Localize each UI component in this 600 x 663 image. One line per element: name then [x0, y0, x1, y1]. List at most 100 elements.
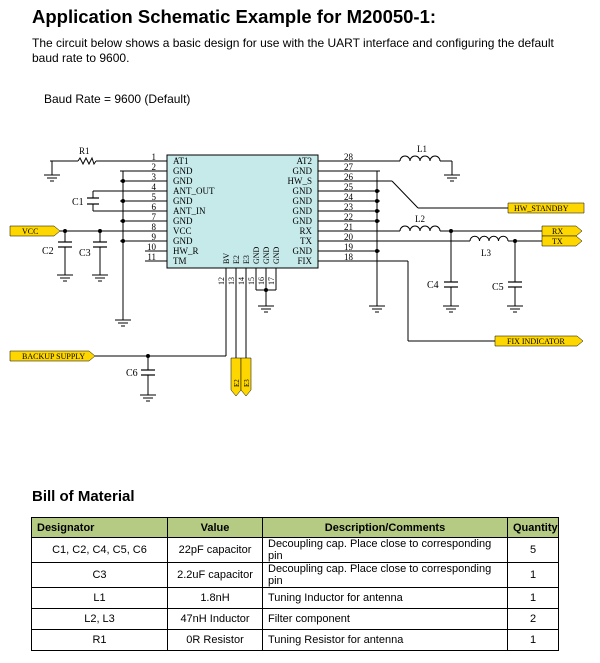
column-header: Quantity — [507, 517, 559, 538]
pin-number: 27 — [344, 162, 354, 172]
pin-number: 2 — [152, 162, 157, 172]
quantity-cell: 1 — [507, 587, 559, 609]
inductor-l1-symbol — [399, 155, 441, 162]
description-cell: Tuning Resistor for antenna — [262, 629, 508, 651]
pin-name: HW_S — [288, 176, 313, 186]
net-label-backup-supply: BACKUP SUPPLY — [9, 350, 96, 362]
m20050-1-module — [166, 154, 319, 269]
table-row: C3 2.2uF capacitor Decoupling cap. Place… — [31, 562, 559, 588]
bom-table: Designator Value Description/Comments Qu… — [31, 517, 559, 651]
quantity-cell: 2 — [507, 608, 559, 630]
pin-name: GND — [262, 246, 271, 264]
svg-text:VCC: VCC — [22, 227, 38, 236]
ground-icon — [44, 174, 60, 182]
svg-text:BACKUP SUPPLY: BACKUP SUPPLY — [22, 352, 85, 361]
c5-label: C5 — [492, 282, 504, 293]
description-cell: Decoupling cap. Place close to correspon… — [262, 562, 508, 588]
l2-label: L2 — [415, 214, 425, 224]
left-pins: 1 AT1 2 GND 3 GND 4 ANT_OUT 5 GND 6 ANT_… — [147, 152, 215, 266]
net-label-rx: RX — [541, 225, 583, 237]
pin-name: GND — [293, 186, 313, 196]
pin-name: GND — [293, 196, 313, 206]
pin-name: GND — [173, 216, 193, 226]
svg-text:FIX INDICATOR: FIX INDICATOR — [507, 337, 566, 346]
description-cell: Filter component — [262, 608, 508, 630]
pin-number: 15 — [247, 277, 256, 285]
pin-name: TM — [173, 256, 187, 266]
value-cell: 22pF capacitor — [167, 537, 263, 563]
bom-title: Bill of Material — [32, 488, 135, 505]
pin-number: 3 — [152, 172, 157, 182]
pin-number: 10 — [147, 242, 157, 252]
capacitor-plates — [58, 197, 522, 376]
svg-text:E2: E2 — [233, 379, 241, 387]
pin-number: 7 — [152, 212, 157, 222]
pin-number: 11 — [147, 252, 156, 262]
designator-cell: L1 — [31, 587, 168, 609]
resistor-r1-symbol — [77, 156, 97, 166]
description-cell: Tuning Inductor for antenna — [262, 587, 508, 609]
svg-text:RX: RX — [552, 227, 563, 236]
column-header: Designator — [31, 517, 168, 538]
c3-label: C3 — [79, 248, 91, 259]
pin-name: FIX — [297, 256, 312, 266]
value-cell: 2.2uF capacitor — [167, 562, 263, 588]
ground-icon — [57, 274, 73, 282]
quantity-cell: 1 — [507, 562, 559, 588]
pin-name: RX — [299, 226, 312, 236]
pin-name: TX — [300, 236, 312, 246]
pin-name: E3 — [242, 255, 251, 264]
designator-cell: R1 — [31, 629, 168, 651]
pin-number: 5 — [152, 192, 157, 202]
pin-name: VCC — [173, 226, 192, 236]
pin-name: GND — [293, 206, 313, 216]
inductor-l2-symbol — [399, 225, 441, 232]
pin-number: 17 — [267, 277, 276, 285]
pin-name: GND — [272, 246, 281, 264]
pin-name: ANT_IN — [173, 206, 206, 216]
quantity-cell: 5 — [507, 537, 559, 563]
ground-icon — [444, 174, 460, 182]
l1-label: L1 — [417, 144, 427, 154]
pin-number: 16 — [257, 277, 266, 285]
right-pins: 28 AT2 27 GND 26 HW_S 25 GND 24 GND 23 G… — [288, 152, 354, 266]
ground-icon — [507, 305, 523, 313]
pin-number: 18 — [344, 252, 354, 262]
pin-number: 23 — [344, 202, 354, 212]
pin-number: 25 — [344, 182, 354, 192]
ground-symbols — [44, 174, 523, 402]
net-label-hw-standby: HW_STANDBY — [507, 202, 585, 214]
ground-icon — [115, 319, 131, 327]
inductor-l3-symbol — [469, 235, 509, 242]
designator-cell: C1, C2, C4, C5, C6 — [31, 537, 168, 563]
pin-number: 21 — [344, 222, 353, 232]
r1-label: R1 — [79, 146, 90, 156]
pin-number: 26 — [344, 172, 354, 182]
pin-number: 9 — [152, 232, 157, 242]
pin-number: 14 — [237, 277, 246, 285]
pin-name: GND — [252, 246, 261, 264]
pin-name: GND — [173, 166, 193, 176]
pin-number: 28 — [344, 152, 354, 162]
pin-name: ANT_OUT — [173, 186, 215, 196]
pin-name: GND — [173, 176, 193, 186]
svg-text:HW_STANDBY: HW_STANDBY — [514, 204, 569, 213]
pin-name: HW_R — [173, 246, 199, 256]
pin-number: 13 — [227, 277, 236, 285]
ground-icon — [92, 274, 108, 282]
net-label-e2: E2 — [230, 357, 242, 397]
description-cell: Decoupling cap. Place close to correspon… — [262, 537, 508, 563]
quantity-cell: 1 — [507, 629, 559, 651]
svg-text:E3: E3 — [243, 379, 251, 387]
value-cell: 1.8nH — [167, 587, 263, 609]
application-schematic: 1 AT1 2 GND 3 GND 4 ANT_OUT 5 GND 6 ANT_… — [9, 144, 585, 402]
table-row: L2, L3 47nH Inductor Filter component 2 — [31, 608, 559, 630]
value-cell: 0R Resistor — [167, 629, 263, 651]
wires — [50, 160, 542, 395]
pin-name: AT2 — [297, 156, 313, 166]
column-header: Description/Comments — [262, 517, 508, 538]
designator-cell: L2, L3 — [31, 608, 168, 630]
ground-icon — [443, 305, 459, 313]
ground-icon — [140, 394, 156, 402]
pin-number: 1 — [152, 152, 157, 162]
